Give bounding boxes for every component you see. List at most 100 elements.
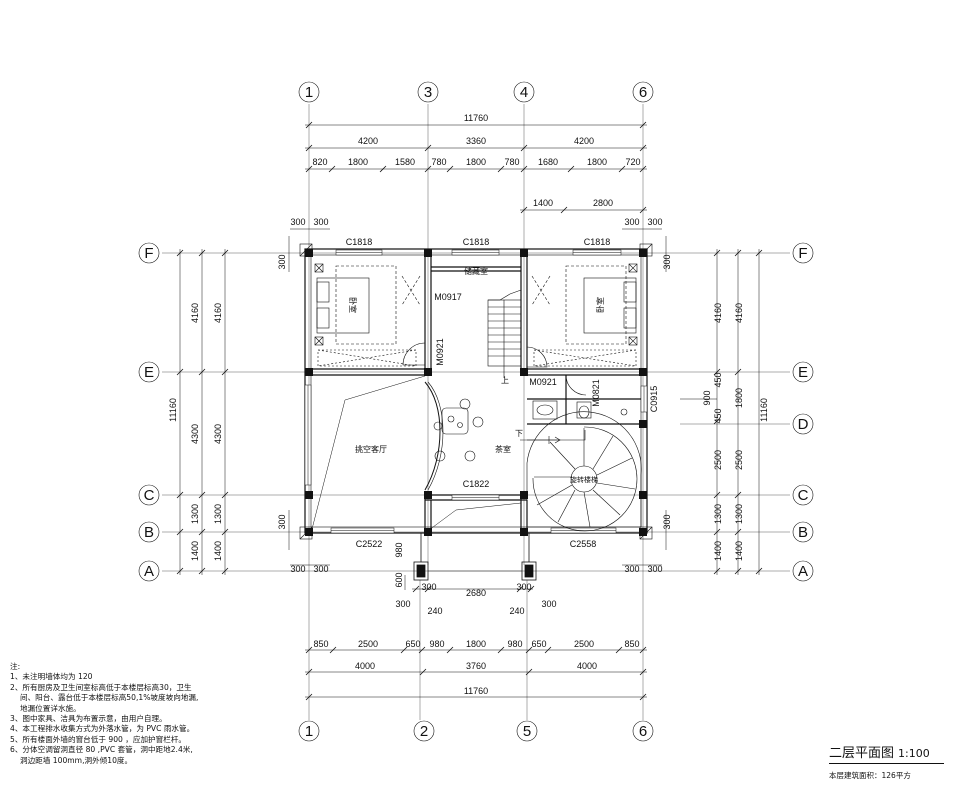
window-c1818-left: C1818 <box>346 237 373 247</box>
dim-top-detail-0: 820 <box>312 157 327 167</box>
dim-right-outer-1: 2500 <box>734 450 744 470</box>
axis-right-F: F <box>798 245 807 262</box>
dim-right-small-1: 900 <box>702 390 712 405</box>
dim-bottom-detail-3: 980 <box>429 639 444 649</box>
dim-porch-2680: 2680 <box>466 588 486 598</box>
dim-top-detail-1: 1800 <box>348 157 368 167</box>
dim-top-detail-8: 720 <box>625 157 640 167</box>
axis-right-B: B <box>798 524 808 541</box>
design-notes: 注: 1、未注明墙体均为 120 2、所有厨房及卫生间室标高低于本楼层标高30，… <box>10 662 270 766</box>
floor-area: 本层建筑面积：126平方 <box>829 771 911 780</box>
dim-right-300-bot: 300 <box>662 514 672 529</box>
dim-right-outer-0: 4160 <box>734 303 744 323</box>
dimension-texts: 11760 4200 3360 4200 820 1800 1580 780 1… <box>290 113 662 696</box>
dim-right-total: 11160 <box>759 398 769 422</box>
dim-right-inner-3: 1300 <box>713 504 723 524</box>
bed-left <box>314 263 421 367</box>
dim-right-outer-3: 1400 <box>734 541 744 561</box>
axis-left-C: C <box>144 487 155 504</box>
axis-left-F: F <box>144 245 153 262</box>
dim-porch-300-d: 300 <box>541 599 556 609</box>
dim-bottom-detail-7: 2500 <box>574 639 594 649</box>
dim-porch-600: 600 <box>394 572 404 587</box>
dim-corner-br-a: 300 <box>624 564 639 574</box>
porch <box>404 533 537 590</box>
spiral-stair <box>526 411 642 532</box>
corner-columns <box>299 243 653 540</box>
dim-bottom-total: 11760 <box>464 686 488 696</box>
dim-corner-br-b: 300 <box>647 564 662 574</box>
note-line-7: 5、所有楼面外墙的窗台低于 900 ，应加护窗栏杆。 <box>10 734 187 744</box>
columns <box>305 249 647 536</box>
stair-up-label: 上 <box>501 376 509 385</box>
dim-bottom-detail-8: 850 <box>624 639 639 649</box>
opening-labels: C1818 C1818 C1818 C1822 C2522 C2558 C091… <box>346 237 659 549</box>
axis-top-4: 4 <box>520 84 528 101</box>
dim-top-mid-2: 4200 <box>574 136 594 146</box>
dim-left-outer-0: 4160 <box>190 303 200 323</box>
dim-bottom-detail-6: 650 <box>531 639 546 649</box>
bed-right <box>531 263 638 367</box>
dim-right-inner-4: 1400 <box>713 541 723 561</box>
dim-top-detail-6: 1680 <box>538 157 558 167</box>
dim-right-small-2: 450 <box>713 408 723 423</box>
dim-corner-tl-b: 300 <box>313 217 328 227</box>
note-line-9: 洞边距墙 100mm,洞外倾10度。 <box>20 755 133 765</box>
dim-corner-tl-a: 300 <box>290 217 305 227</box>
axis-bottom-5: 5 <box>523 723 531 740</box>
dim-right-inner-1: 1800 <box>734 388 744 408</box>
dim-bottom-detail-5: 980 <box>507 639 522 649</box>
note-line-8: 6、分体空调留洞直径 80 ,PVC 套管，洞中距地2.4米, <box>10 745 193 755</box>
dim-top-mid-0: 4200 <box>358 136 378 146</box>
dim-porch-240-b: 240 <box>509 606 524 616</box>
room-spiral-stair: 旋转楼梯 <box>570 475 598 484</box>
dim-bottom-detail-1: 2500 <box>358 639 378 649</box>
axis-right-A: A <box>798 563 808 580</box>
bath-fixtures <box>532 400 628 420</box>
room-living: 挑空客厅 <box>355 444 387 454</box>
notes-heading: 注: <box>10 662 21 671</box>
window-c1818-mid: C1818 <box>463 237 490 247</box>
axis-top-1: 1 <box>305 84 313 101</box>
dim-top-detail-5: 780 <box>504 157 519 167</box>
axis-bottom-6: 6 <box>639 723 647 740</box>
dim-porch-240-a: 240 <box>427 606 442 616</box>
dim-top-detail-7: 1800 <box>587 157 607 167</box>
dim-left-inner-3: 1400 <box>213 541 223 561</box>
window-c1822: C1822 <box>463 479 490 489</box>
dim-left-outer-1: 4300 <box>190 424 200 444</box>
axis-labels: 1 3 4 6 1 2 5 6 F E C B A F E D C B A <box>144 84 809 740</box>
note-line-2: 2、所有厨房及卫生间室标高低于本楼层标高30，卫生 <box>10 682 192 692</box>
axis-top-6: 6 <box>639 84 647 101</box>
dim-corner-bl-a: 300 <box>290 564 305 574</box>
dim-left-300-top: 300 <box>277 254 287 269</box>
dim-porch-980: 980 <box>394 542 404 557</box>
dim-right-small-0: 450 <box>713 372 723 387</box>
doors <box>402 342 587 491</box>
room-tea: 茶室 <box>495 444 511 454</box>
axis-right-C: C <box>798 487 809 504</box>
axis-bubbles <box>138 81 814 742</box>
note-line-4: 地漏位置详水施。 <box>20 703 81 713</box>
dim-porch-300-a: 300 <box>421 582 436 592</box>
dim-top-detail-4: 1800 <box>466 157 486 167</box>
axis-bottom-1: 1 <box>305 723 313 740</box>
dim-porch-300-b: 300 <box>516 582 531 592</box>
dim-corner-tr-a: 300 <box>624 217 639 227</box>
dimension-ticks <box>176 121 763 701</box>
dim-top-stair-0: 1400 <box>533 198 553 208</box>
dim-top-total: 11760 <box>464 113 488 123</box>
room-bedroom-right: 卧室 <box>595 297 605 313</box>
dim-left-inner-0: 4160 <box>213 303 223 323</box>
dim-bottom-mid-2: 4000 <box>577 661 597 671</box>
room-labels: 储藏室 卧室 卧室 挑空客厅 茶室 旋转楼梯 下 上 <box>348 266 605 484</box>
note-line-6: 4、本工程排水收集方式为外落水管，为 PVC 雨水管。 <box>10 724 195 734</box>
dim-left-inner-1: 4300 <box>213 424 223 444</box>
room-storage: 储藏室 <box>464 266 488 276</box>
dim-corner-tr-b: 300 <box>647 217 662 227</box>
axis-lines <box>162 104 790 720</box>
dim-left-inner-2: 1300 <box>213 504 223 524</box>
